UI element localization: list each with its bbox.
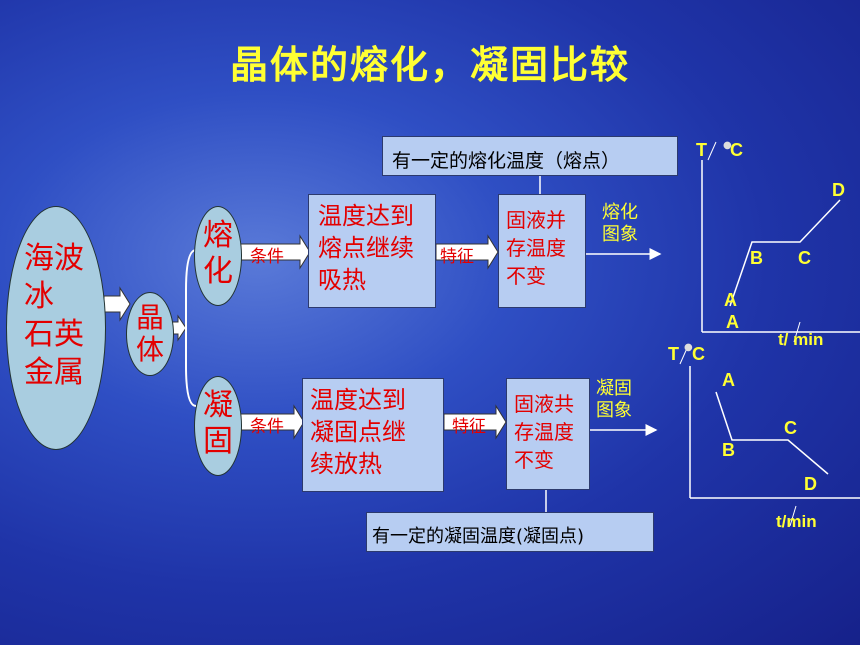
crystal-char: 体 [136, 333, 165, 366]
block-arrow-1 [103, 286, 131, 322]
material-item: 冰 [24, 279, 54, 314]
freeze-node-label: 凝 固 [203, 388, 233, 460]
freeze-arrow-condition [239, 404, 305, 440]
material-item: 海波 [24, 241, 84, 276]
melt-node-ellipse [194, 206, 242, 306]
melt-graph-label: 熔化 图象 [602, 202, 638, 246]
freeze-graph-degree-icon: ● [684, 342, 693, 353]
freeze-graph-point-c: C [784, 418, 797, 438]
crystal-label: 晶 体 [136, 302, 164, 366]
material-list: 海波 冰 石英 金属 [24, 240, 84, 392]
melt-point-note-box [382, 136, 678, 176]
freeze-condition-line: 凝固点继 [310, 418, 406, 446]
melt-graph-y-unit: C [730, 140, 743, 160]
freeze-graph-point-a: A [722, 370, 735, 390]
melt-curve [729, 199, 841, 307]
melt-graph-point-b: B [750, 248, 763, 268]
melt-feature-label: 特征 [440, 247, 474, 267]
freeze-graph-x-tick [789, 505, 797, 527]
melt-feature-text: 固液并 存温度 不变 [506, 206, 566, 290]
freeze-node-char: 固 [203, 424, 233, 459]
melt-graph-point-c: C [798, 248, 811, 268]
freeze-graph-y-label: T [668, 344, 679, 364]
melt-graph-degree-icon: ● [723, 140, 732, 151]
page-title: 晶体的熔化，凝固比较 [229, 43, 630, 87]
freeze-curve [715, 391, 829, 475]
freeze-arrow-feature [443, 404, 507, 440]
melt-condition-text: 温度达到 熔点继续 吸热 [318, 200, 414, 296]
freeze-feature-line: 固液共 [514, 392, 574, 416]
freeze-graph-label-line: 图象 [596, 400, 632, 421]
freeze-graph-x-label: t/min [776, 512, 817, 531]
melt-graph-x-label: t/ min [778, 330, 824, 349]
freeze-graph-label-line: 凝固 [596, 378, 632, 399]
material-item: 金属 [24, 355, 84, 390]
freeze-condition-text: 温度达到 凝固点继 续放热 [310, 384, 406, 480]
freeze-condition-line: 续放热 [310, 450, 382, 478]
material-ellipse [6, 206, 106, 450]
melt-arrow-feature [435, 234, 499, 270]
melt-arrow-condition [239, 234, 311, 270]
branch-bracket [185, 249, 197, 407]
melt-condition-label: 条件 [250, 247, 284, 267]
crystal-char: 晶 [136, 301, 165, 334]
freeze-feature-line: 不变 [514, 448, 554, 472]
freeze-graph-y-tick [679, 345, 689, 365]
freeze-point-note-box [366, 512, 654, 552]
melt-node-label: 熔 化 [203, 218, 233, 290]
melt-feature-box [498, 194, 586, 308]
freeze-feature-text: 固液共 存温度 不变 [514, 390, 574, 474]
freeze-feature-box [506, 378, 590, 490]
freeze-condition-label: 条件 [250, 417, 284, 437]
freeze-graph-y-unit: C [692, 344, 705, 364]
freeze-condition-box [302, 378, 444, 492]
freeze-feature-label: 特征 [452, 417, 486, 437]
melt-feature-line: 不变 [506, 264, 546, 288]
melt-graph-point-d: D [832, 180, 845, 200]
freeze-graph-point-b: B [722, 440, 735, 460]
melt-point-note: 有一定的熔化温度（熔点） [392, 150, 621, 172]
melt-graph-point-a: A [724, 290, 737, 310]
melt-feature-line: 固液并 [506, 208, 566, 232]
melt-condition-line: 吸热 [318, 266, 366, 294]
melt-node-char: 熔 [203, 218, 233, 253]
freeze-point-note: 有一定的凝固温度(凝固点) [372, 526, 585, 547]
melt-feature-line: 存温度 [506, 236, 566, 260]
freeze-feature-line: 存温度 [514, 420, 574, 444]
melt-graph-y-tick [707, 141, 717, 161]
melt-graph-point-a-extra: A [726, 312, 739, 332]
freeze-node-ellipse [194, 376, 242, 476]
crystal-ellipse [126, 292, 174, 376]
melt-condition-line: 熔点继续 [318, 234, 414, 262]
melt-graph-label-line: 熔化 [602, 202, 638, 223]
material-item: 石英 [24, 317, 84, 352]
melt-graph-x-tick [793, 321, 801, 343]
melt-condition-line: 温度达到 [318, 202, 414, 230]
melt-graph-label-line: 图象 [602, 224, 638, 245]
melt-condition-box [308, 194, 436, 308]
freeze-graph-point-d: D [804, 474, 817, 494]
freeze-node-char: 凝 [203, 388, 233, 423]
freeze-graph-label: 凝固 图象 [596, 378, 632, 422]
melt-graph-y-label: T [696, 140, 707, 160]
melt-node-char: 化 [203, 254, 233, 289]
freeze-condition-line: 温度达到 [310, 386, 406, 414]
